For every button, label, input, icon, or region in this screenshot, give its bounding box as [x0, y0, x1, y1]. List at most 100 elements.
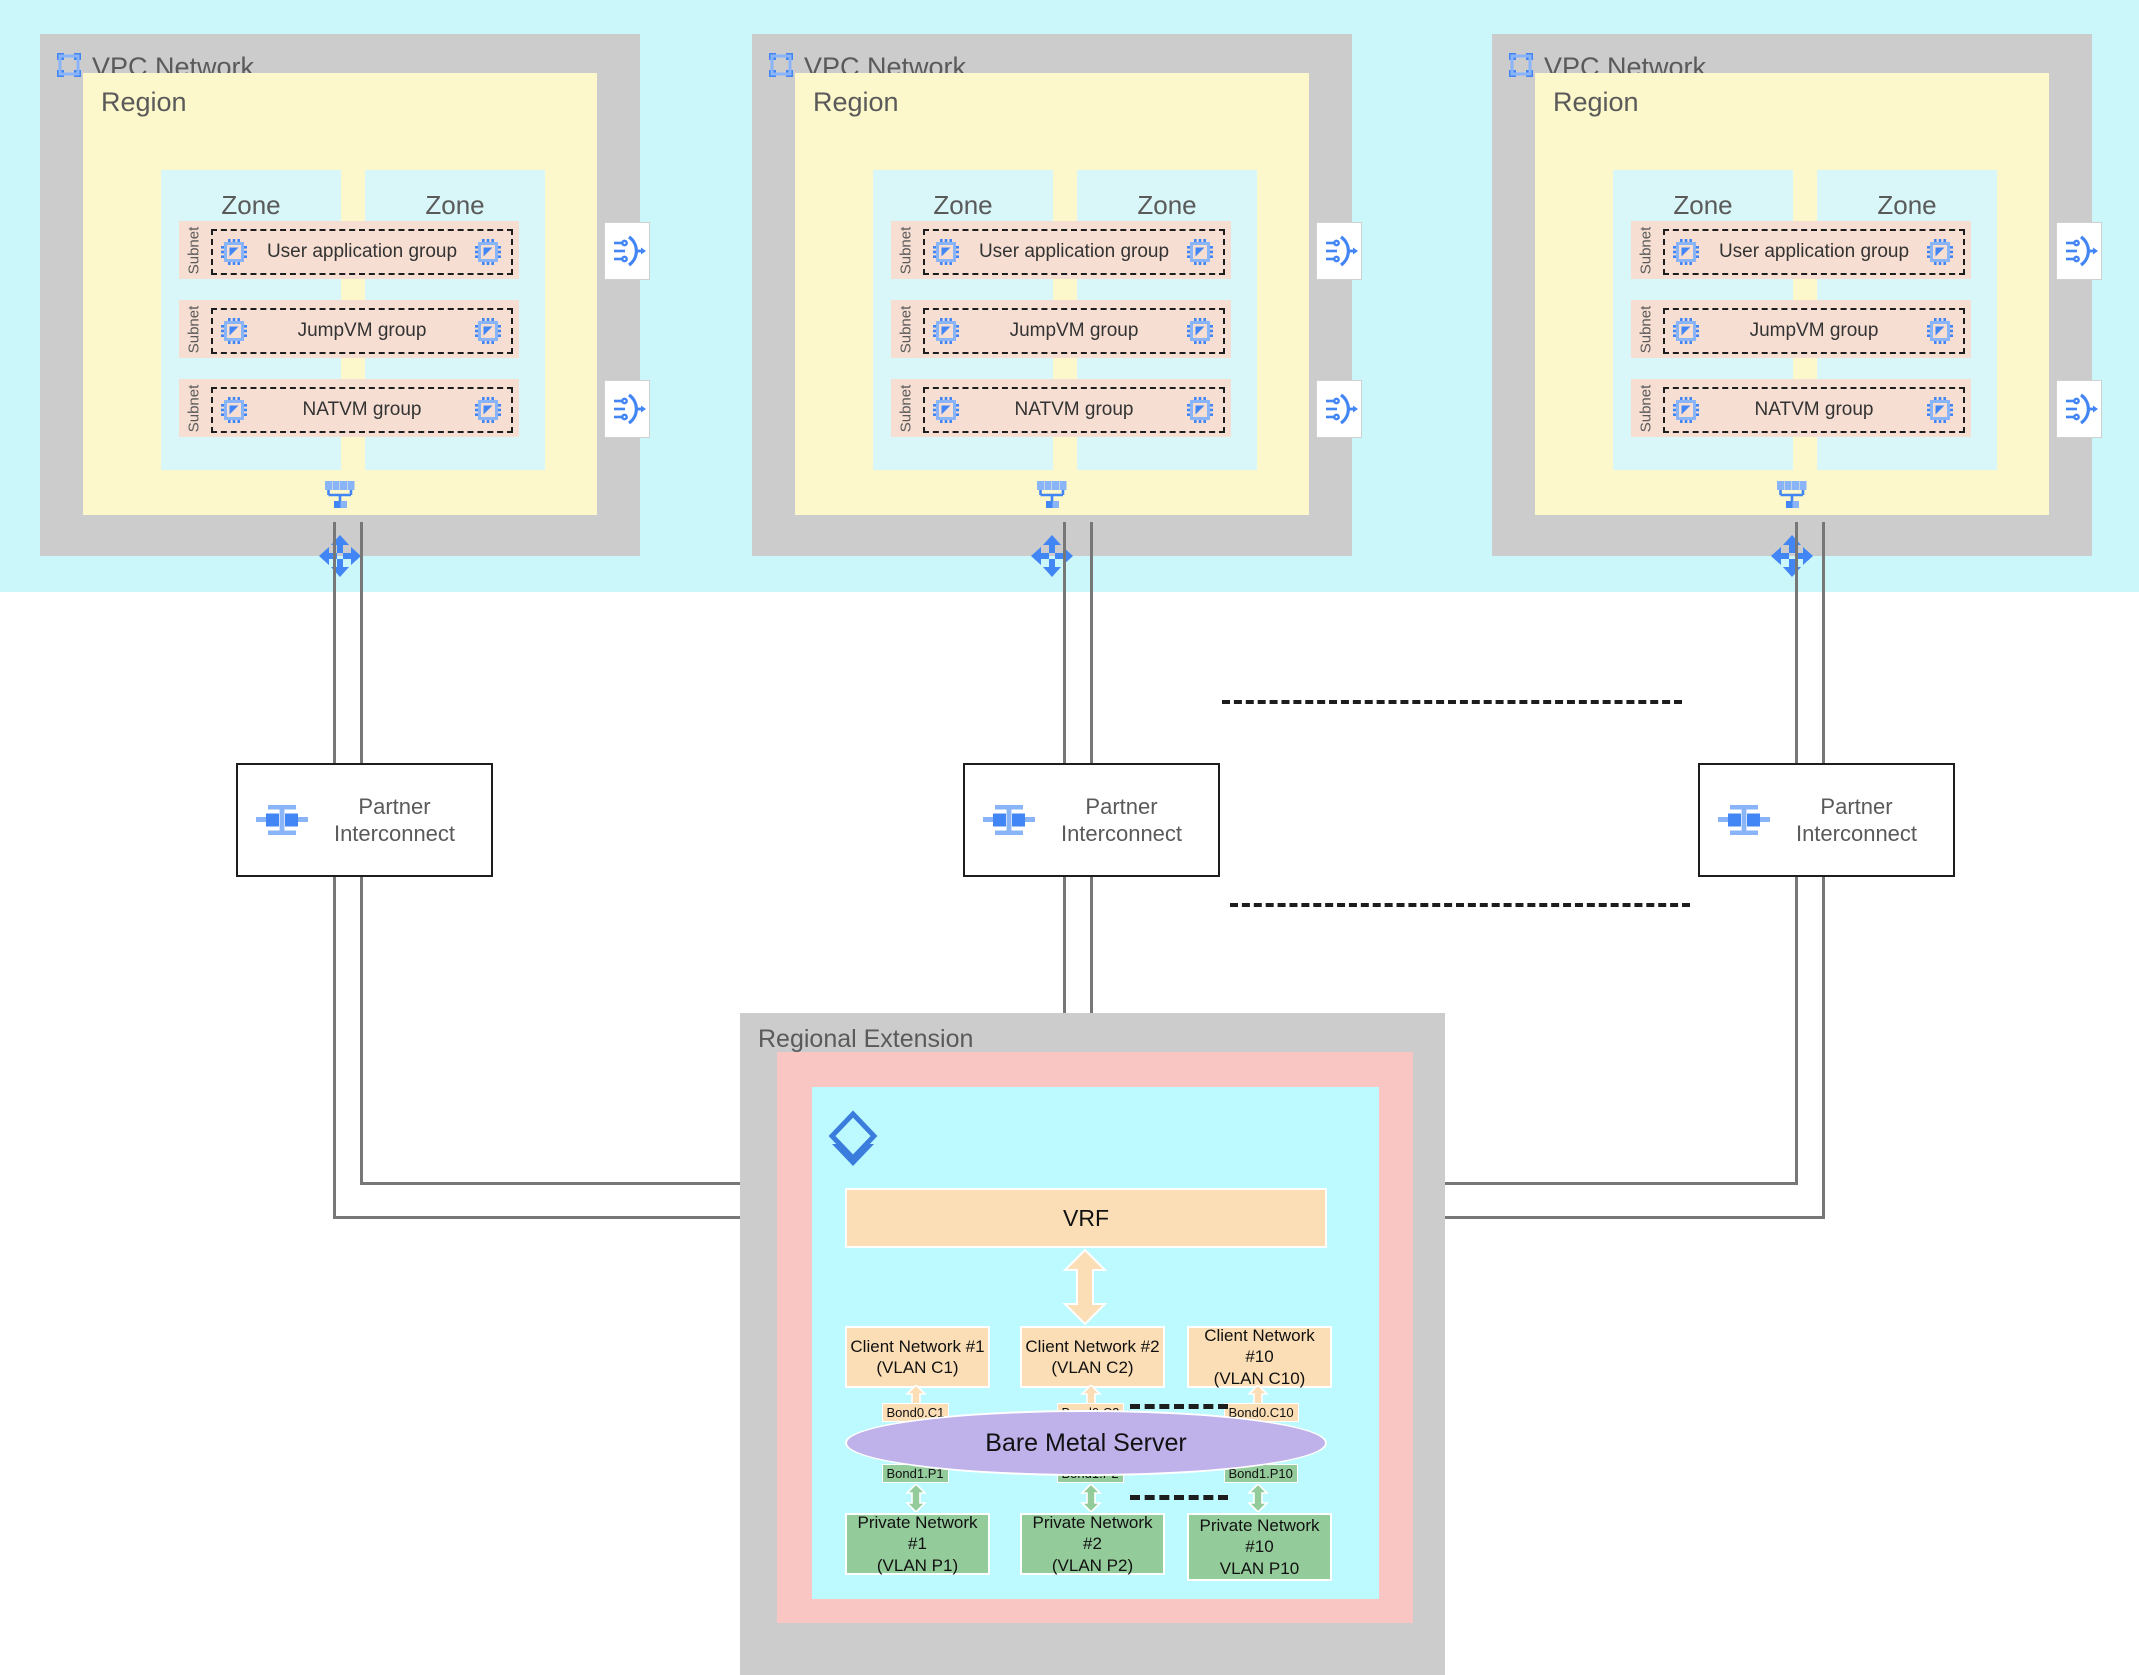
subnet-label-text: Subnet: [1637, 384, 1655, 432]
subnet-icon: [1775, 480, 1809, 510]
interconnect3-down-outer: [1822, 873, 1825, 1219]
vpc3-router-to-interconnect-b: [1822, 522, 1825, 763]
vm-instance-icon: [475, 397, 501, 423]
client-network-box[interactable]: Client Network #1(VLAN C1): [845, 1326, 990, 1388]
instance-group-label: User application group: [1718, 241, 1910, 262]
interconnect1-down-inner: [360, 873, 363, 1182]
instance-group[interactable]: JumpVM group: [211, 308, 513, 354]
subnet-label: Subnet: [1635, 221, 1657, 279]
instance-group[interactable]: NATVM group: [211, 387, 513, 433]
interconnect1-to-vrf-top: [360, 1182, 847, 1185]
zone-title: Zone: [933, 190, 993, 220]
private-network-label: Private Network #2(VLAN P2): [1032, 1513, 1153, 1575]
subnet-label: Subnet: [1635, 300, 1657, 358]
instance-group-label: JumpVM group: [297, 320, 427, 341]
region-title: Region: [1553, 87, 1639, 117]
subnet-label-text: Subnet: [897, 384, 915, 432]
partner-interconnect-icon: [1718, 800, 1770, 840]
vm-instance-icon: [475, 239, 501, 265]
instance-group[interactable]: NATVM group: [923, 387, 1225, 433]
cloud-nat-box[interactable]: [604, 222, 650, 280]
private-bond-label: Bond1.P1: [881, 1464, 949, 1483]
cloud-router-icon[interactable]: [1030, 534, 1074, 578]
private-network-box[interactable]: Private Network #2(VLAN P2): [1020, 1513, 1165, 1575]
subnet-box: Subnet NATVM group: [179, 379, 519, 437]
cloud-nat-icon: [2059, 389, 2099, 434]
regional-extension-title: Regional Extension: [758, 1025, 974, 1053]
instance-group[interactable]: JumpVM group: [1663, 308, 1965, 354]
zone-title: Zone: [1137, 190, 1197, 220]
zone-title: Zone: [1877, 190, 1937, 220]
cloud-nat-box[interactable]: [2056, 380, 2102, 438]
zone-title: Zone: [425, 190, 485, 220]
client-network-box[interactable]: Client Network #10(VLAN C10): [1187, 1326, 1332, 1388]
instance-group-label: NATVM group: [302, 399, 422, 420]
vm-instance-icon: [221, 239, 247, 265]
private-network-label: Private Network #1(VLAN P1): [857, 1513, 978, 1575]
instance-group[interactable]: User application group: [211, 229, 513, 275]
instance-group-label: User application group: [978, 241, 1170, 262]
interconnect3-down-inner: [1795, 873, 1798, 1182]
vm-instance-icon: [1187, 397, 1213, 423]
client-network-label: Client Network #2(VLAN C2): [1025, 1336, 1160, 1377]
private-network-link-arrow: [1246, 1482, 1269, 1517]
instance-group[interactable]: User application group: [1663, 229, 1965, 275]
interconnect3-to-vrf-top: [1323, 1182, 1798, 1185]
client-network-label: Client Network #1(VLAN C1): [850, 1336, 985, 1377]
subnet-box: Subnet NATVM group: [891, 379, 1231, 437]
vm-instance-icon: [475, 318, 501, 344]
subnet-label: Subnet: [895, 300, 917, 358]
cloud-nat-icon: [607, 231, 647, 276]
subnet-label: Subnet: [895, 221, 917, 279]
subnet-icon: [323, 480, 357, 510]
cloud-nat-box[interactable]: [1316, 380, 1362, 438]
cloud-nat-box[interactable]: [2056, 222, 2102, 280]
subnet-label-text: Subnet: [1637, 305, 1655, 353]
vrf-box[interactable]: VRF: [845, 1188, 1327, 1248]
vm-instance-icon: [933, 397, 959, 423]
private-bond-ellipsis: [1130, 1495, 1228, 1500]
partner-interconnect-icon: [983, 800, 1035, 840]
private-network-box[interactable]: Private Network #1(VLAN P1): [845, 1513, 990, 1575]
private-bond-label: Bond1.P10: [1223, 1464, 1298, 1483]
bare-metal-server[interactable]: Bare Metal Server: [845, 1410, 1327, 1476]
cloud-nat-box[interactable]: [604, 380, 650, 438]
instance-group[interactable]: User application group: [923, 229, 1225, 275]
cloud-nat-box[interactable]: [1316, 222, 1362, 280]
cloud-nat-icon: [1319, 389, 1359, 434]
instance-group-label: JumpVM group: [1009, 320, 1139, 341]
instance-group-label: NATVM group: [1014, 399, 1134, 420]
instance-group[interactable]: NATVM group: [1663, 387, 1965, 433]
subnet-label-text: Subnet: [1637, 226, 1655, 274]
subnet-box: Subnet JumpVM group: [179, 300, 519, 358]
vpc-network-icon: [766, 50, 796, 80]
vrf-to-client-arrow: [1062, 1248, 1108, 1331]
cloud-router-icon[interactable]: [318, 534, 362, 578]
region-ellipsis-bottom: [1230, 903, 1690, 907]
vm-instance-icon: [1673, 318, 1699, 344]
instance-group-label: User application group: [266, 241, 458, 262]
subnet-label: Subnet: [183, 221, 205, 279]
instance-group[interactable]: JumpVM group: [923, 308, 1225, 354]
client-network-box[interactable]: Client Network #2(VLAN C2): [1020, 1326, 1165, 1388]
subnet-label: Subnet: [183, 300, 205, 358]
vm-instance-icon: [221, 397, 247, 423]
subnet-label: Subnet: [183, 379, 205, 437]
zone-title: Zone: [1673, 190, 1733, 220]
cloud-router-icon[interactable]: [1770, 534, 1814, 578]
partner-interconnect-icon: [256, 800, 308, 840]
cloud-nat-icon: [2059, 231, 2099, 276]
private-network-link-arrow: [904, 1482, 927, 1517]
vm-instance-icon: [933, 239, 959, 265]
subnet-label-text: Subnet: [185, 305, 203, 353]
